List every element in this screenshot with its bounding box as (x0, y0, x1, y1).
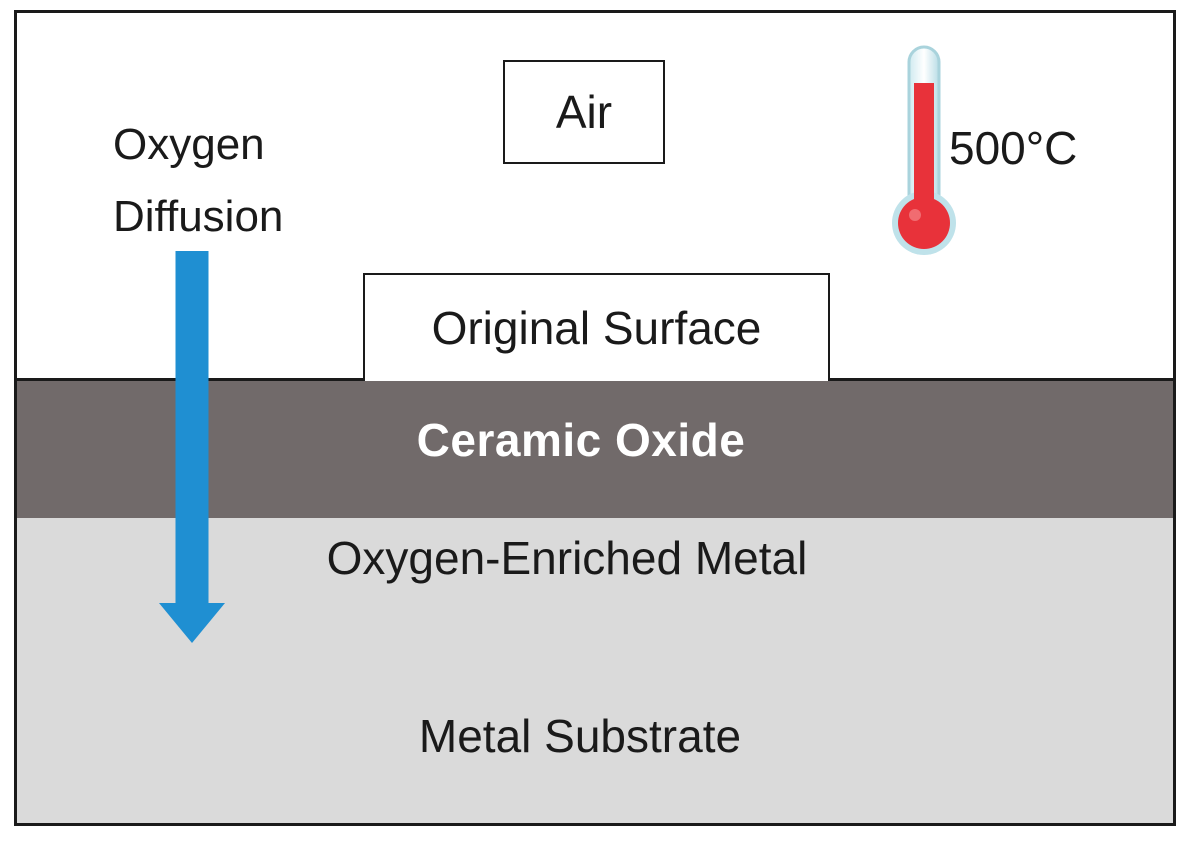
oxygen-enriched-metal-label: Oxygen-Enriched Metal (326, 532, 808, 584)
diagram-frame: Ceramic Oxide Oxygen-Enriched Metal Meta… (14, 10, 1176, 826)
air-label: Air (555, 86, 613, 138)
metal-substrate-label: Metal Substrate (418, 709, 742, 762)
oxygen-diffusion-label-line1: Oxygen (113, 120, 265, 169)
air-label-box: Air (503, 60, 665, 164)
ceramic-oxide-label: Ceramic Oxide (416, 413, 746, 466)
ceramic-oxide-layer: Ceramic Oxide (17, 378, 1173, 518)
original-surface-box: Original Surface (363, 273, 830, 381)
temperature-label: 500°C (949, 122, 1078, 174)
arrow-down-icon (159, 251, 225, 643)
oxygen-enriched-metal-layer: Oxygen-Enriched Metal (17, 518, 1173, 618)
metal-substrate-layer: Metal Substrate (17, 618, 1173, 823)
oxygen-diffusion-label: Oxygen Diffusion (113, 109, 283, 253)
thermometer-icon (892, 45, 956, 255)
original-surface-label: Original Surface (431, 302, 762, 354)
oxygen-diffusion-label-line2: Diffusion (113, 192, 284, 241)
